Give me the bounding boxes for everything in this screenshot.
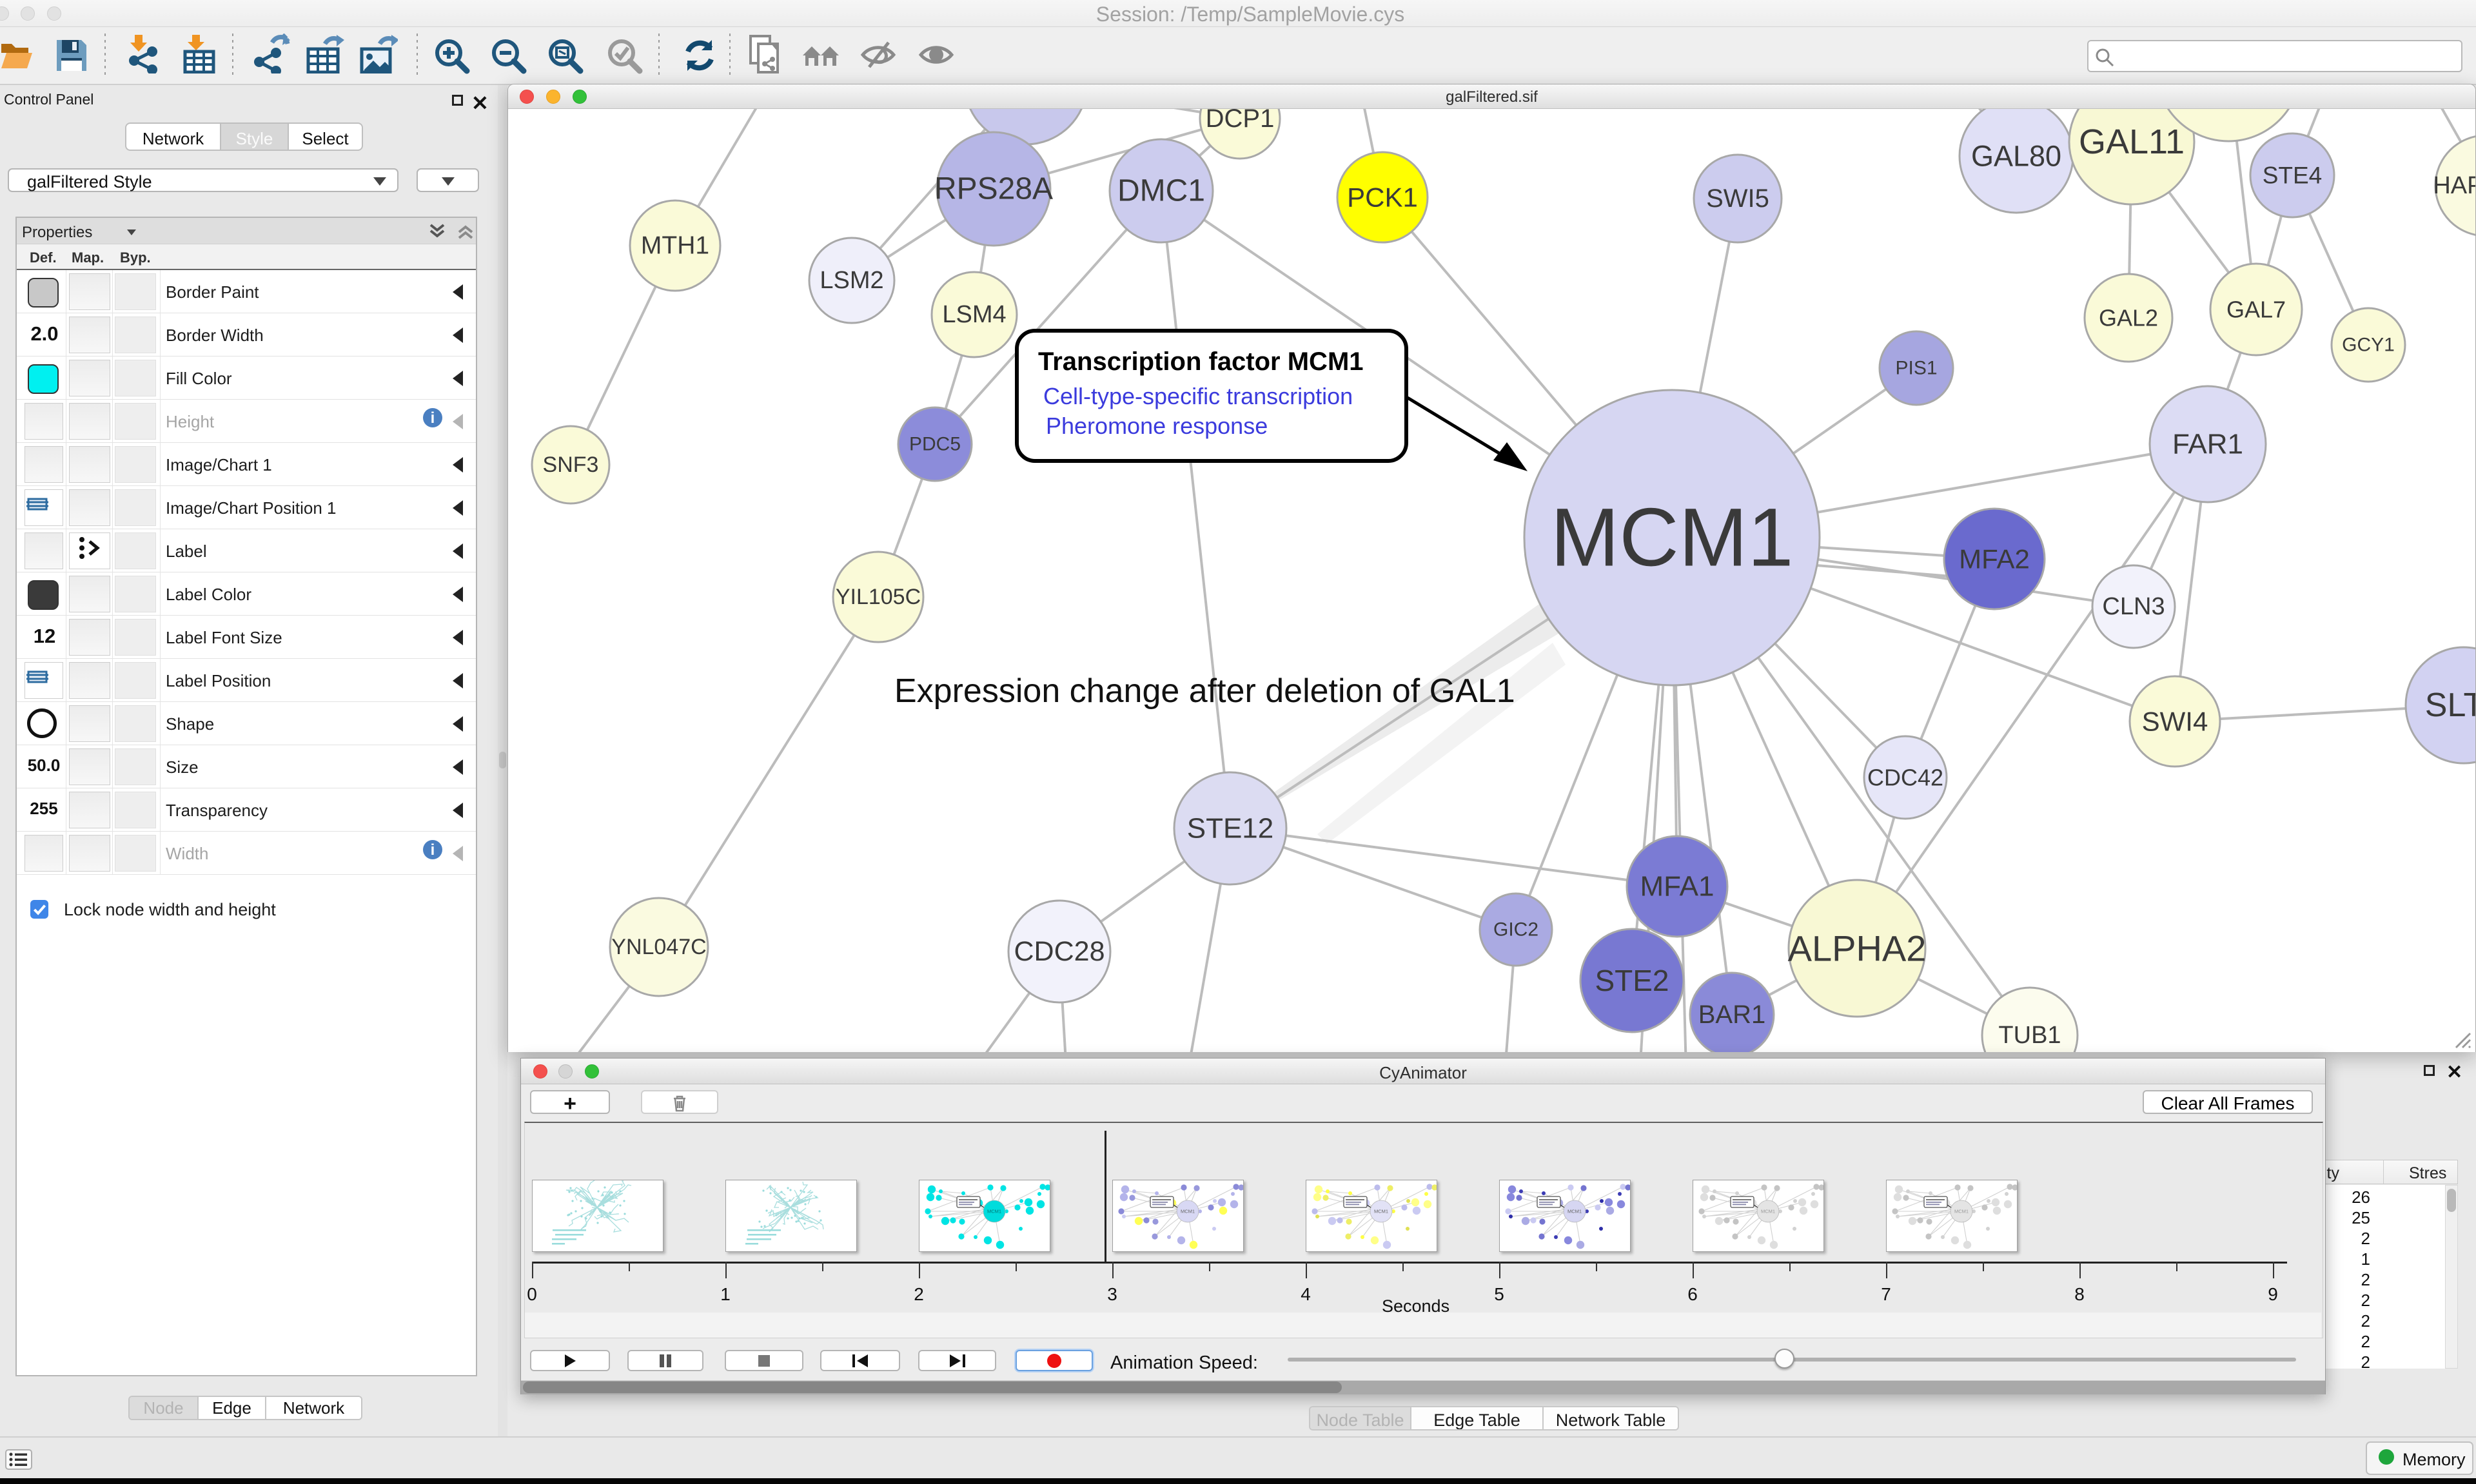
svg-text:MCM1: MCM1: [1761, 1209, 1775, 1215]
svg-text:GAL80: GAL80: [1971, 140, 2061, 173]
svg-text:Pheromone response: Pheromone response: [1046, 413, 1268, 439]
svg-text:MCM1: MCM1: [1954, 1209, 1969, 1215]
svg-text:SWI5: SWI5: [1706, 184, 1769, 213]
svg-text:Transcription factor MCM1: Transcription factor MCM1: [1038, 347, 1364, 376]
svg-text:STE2: STE2: [1595, 964, 1669, 997]
svg-text:MFA2: MFA2: [1959, 544, 2030, 574]
svg-text:YIL105C: YIL105C: [836, 585, 921, 609]
svg-text:GAL11: GAL11: [2079, 122, 2185, 161]
svg-text:BAR1: BAR1: [1698, 1001, 1766, 1029]
svg-text:RPS28A: RPS28A: [934, 172, 1053, 206]
svg-text:LSM2: LSM2: [820, 267, 883, 294]
svg-text:YNL047C: YNL047C: [611, 935, 706, 959]
svg-text:GIC2: GIC2: [1493, 919, 1538, 941]
svg-text:CLN3: CLN3: [2102, 593, 2165, 620]
svg-text:GCY1: GCY1: [2342, 335, 2395, 356]
svg-text:SNF3: SNF3: [543, 453, 599, 477]
svg-text:HAP2: HAP2: [2433, 172, 2475, 199]
svg-text:STE4: STE4: [2263, 162, 2323, 189]
svg-text:PDC5: PDC5: [909, 434, 961, 455]
svg-text:MCM1: MCM1: [1551, 492, 1794, 584]
svg-text:LSM4: LSM4: [942, 301, 1006, 328]
svg-text:GAL2: GAL2: [2099, 305, 2158, 331]
svg-text:DCP1: DCP1: [1206, 109, 1275, 133]
svg-text:ALPHA2: ALPHA2: [1788, 928, 1927, 969]
svg-text:CDC28: CDC28: [1014, 936, 1105, 967]
svg-text:DMC1: DMC1: [1117, 174, 1205, 208]
svg-text:SWI4: SWI4: [2142, 707, 2208, 737]
svg-text:FAR1: FAR1: [2172, 429, 2243, 460]
svg-text:TUB1: TUB1: [1998, 1022, 2061, 1049]
svg-text:CDC42: CDC42: [1867, 765, 1943, 791]
svg-text:MFA1: MFA1: [1640, 871, 1715, 903]
svg-text:PCK1: PCK1: [1347, 182, 1418, 213]
svg-text:MTH1: MTH1: [641, 232, 709, 260]
svg-text:Expression change after deleti: Expression change after deletion of GAL1: [894, 672, 1515, 710]
svg-text:STE12: STE12: [1187, 813, 1274, 845]
svg-text:MCM1: MCM1: [1374, 1209, 1388, 1215]
svg-text:SLT2: SLT2: [2425, 687, 2475, 724]
svg-text:MCM1: MCM1: [1181, 1209, 1195, 1215]
svg-text:MCM1: MCM1: [1567, 1209, 1582, 1215]
svg-text:PIS1: PIS1: [1895, 358, 1937, 379]
svg-text:Cell-type-specific transcripti: Cell-type-specific transcription: [1043, 383, 1353, 409]
svg-text:GAL7: GAL7: [2226, 297, 2286, 323]
svg-text:MCM1: MCM1: [987, 1209, 1001, 1215]
